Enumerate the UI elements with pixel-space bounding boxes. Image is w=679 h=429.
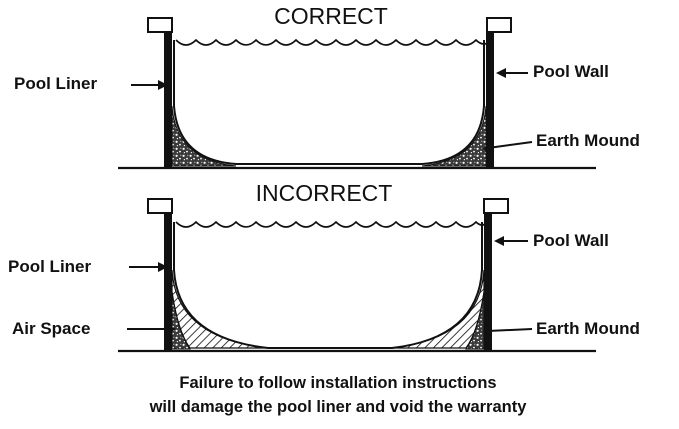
incorrect-earth-mound-label: Earth Mound (536, 319, 640, 338)
incorrect-left-pool-wall (164, 213, 172, 351)
incorrect-air-space-arrowhead (166, 324, 176, 334)
incorrect-earth-mound-arrowhead (482, 326, 492, 336)
incorrect-pool-liner (173, 222, 483, 349)
correct-water-surface (175, 38, 493, 46)
incorrect-right-pool-wall (484, 213, 492, 351)
incorrect-pool-wall-label: Pool Wall (533, 231, 609, 250)
caption-line-1: Failure to follow installation instructi… (179, 374, 496, 392)
correct-pool-liner-arrowhead (158, 80, 168, 90)
incorrect-right-wall-cap (483, 198, 509, 214)
incorrect-pool-liner-arrowhead (158, 262, 168, 272)
correct-right-pool-wall (486, 32, 494, 168)
incorrect-left-wall-cap (147, 198, 173, 214)
correct-pool-liner-label: Pool Liner (14, 74, 98, 93)
correct-right-wall-cap (486, 17, 512, 33)
correct-left-wall-cap (147, 17, 173, 33)
correct-pool-wall-arrowhead (496, 68, 506, 78)
incorrect-earth-mound-arrow (487, 328, 533, 332)
correct-diagram: CORRECT Pool Liner Pool Wall Earth Mound (14, 3, 640, 170)
correct-right-earth-mound (421, 105, 487, 167)
correct-left-earth-mound (171, 105, 237, 167)
correct-earth-mound-arrow (487, 141, 533, 149)
incorrect-title: INCORRECT (256, 180, 393, 206)
incorrect-pool-liner-label: Pool Liner (8, 257, 92, 276)
incorrect-water-surface (175, 220, 489, 228)
correct-earth-mound-label: Earth Mound (536, 131, 640, 150)
warning-caption: Failure to follow installation instructi… (149, 374, 528, 416)
incorrect-air-space-label: Air Space (12, 319, 90, 338)
correct-title: CORRECT (274, 3, 388, 29)
correct-left-pool-wall (164, 32, 172, 168)
correct-earth-mound-arrowhead (482, 143, 494, 153)
correct-pool-wall-label: Pool Wall (533, 62, 609, 81)
incorrect-diagram: INCORRECT Pool Wall Pool Liner Air Space… (8, 180, 640, 353)
correct-pool-liner (173, 40, 485, 165)
incorrect-pool-wall-arrowhead (494, 236, 504, 246)
caption-line-2: will damage the pool liner and void the … (149, 398, 528, 416)
